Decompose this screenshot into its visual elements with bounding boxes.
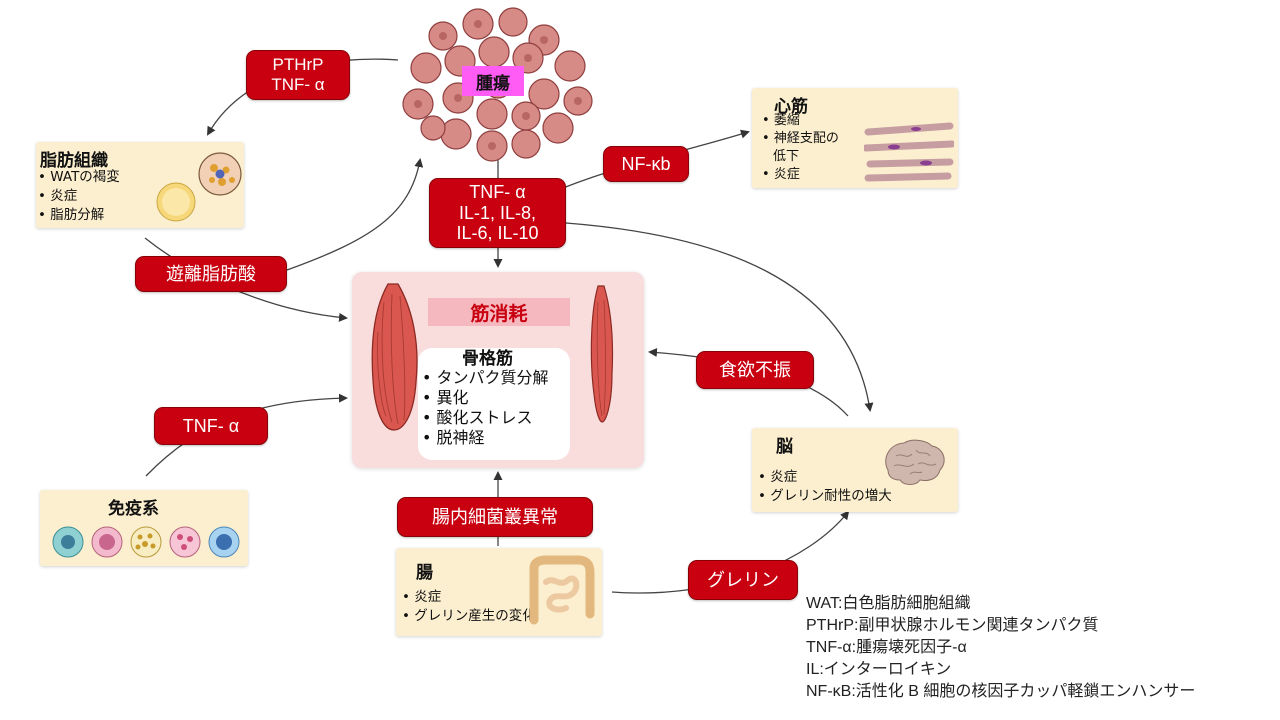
pthrp-tnf-label: PTHrP TNF- α [246, 50, 350, 100]
nfkb-label: NF-κb [603, 146, 689, 182]
gut-effects-list: 炎症 グレリン産生の変化 [402, 588, 536, 626]
list-item: 萎縮 [762, 112, 839, 130]
healthy-muscle-icon [371, 283, 418, 431]
list-item: WATの褐変 [38, 168, 120, 187]
immune-title: 免疫系 [108, 499, 159, 519]
skeletal-muscle-title: 骨格筋 [462, 349, 513, 369]
legend-item: TNF-α:腫瘍壊死因子-α [806, 639, 967, 656]
list-item: 異化 [422, 388, 549, 408]
brain-card: 脳 炎症 グレリン耐性の増大 [752, 428, 958, 512]
list-item: 神経支配の [762, 130, 839, 148]
gut-title: 腸 [416, 563, 433, 583]
list-item: タンパク質分解 [422, 368, 549, 388]
adipose-effects-list: WATの褐変 炎症 脂肪分解 [38, 168, 120, 225]
myocardium-card: 心筋 萎縮 神経支配の 低下 炎症 [752, 88, 958, 188]
legend-item: PTHrP:副甲状腺ホルモン関連タンパク質 [806, 617, 1099, 634]
cytokines-label: TNF- α IL-1, IL-8, IL-6, IL-10 [429, 178, 566, 248]
cardiac-muscle-icon [864, 122, 954, 182]
arrow-cytokines-to-brain [565, 222, 874, 412]
list-item: 炎症 [402, 588, 536, 607]
skeletal-muscle-box: 骨格筋 タンパク質分解 異化 酸化ストレス 脱神経 [418, 348, 570, 460]
dysbiosis-label: 腸内細菌叢異常 [397, 497, 593, 537]
brain-title: 脳 [776, 437, 793, 457]
tumor-label: 腫瘍 [462, 66, 524, 96]
fat-cells-icon [156, 152, 242, 222]
arrow-ffa-to-tumor [286, 158, 424, 271]
intestine-icon [529, 555, 595, 625]
legend-item: IL:インターロイキン [806, 661, 952, 678]
list-item: 炎症 [762, 166, 839, 184]
list-item: 炎症 [38, 187, 120, 206]
adipose-title: 脂肪組織 [40, 151, 108, 171]
list-item: 低下 [773, 149, 800, 164]
anorexia-label: 食欲不振 [696, 351, 814, 389]
brain-effects-list: 炎症 グレリン耐性の増大 [758, 468, 892, 506]
list-item: 酸化ストレス [422, 408, 549, 428]
wasted-muscle-icon [590, 285, 614, 423]
immune-system-card: 免疫系 [40, 490, 248, 566]
brain-icon [885, 439, 945, 485]
skeletal-muscle-panel: 筋消耗 骨格筋 タンパク質分解 異化 酸化ストレス 脱神経 [352, 272, 644, 468]
list-item: グレリン産生の変化 [402, 607, 536, 626]
myocardium-effects-list: 萎縮 神経支配の 低下 炎症 [762, 112, 839, 184]
legend-item: WAT:白色脂肪細胞組織 [806, 595, 971, 612]
gut-card: 腸 炎症 グレリン産生の変化 [396, 548, 602, 636]
legend-item: NF-κB:活性化 B 細胞の核因子カッパ軽鎖エンハンサー [806, 683, 1196, 700]
muscle-wasting-label: 筋消耗 [428, 298, 570, 326]
list-item: 炎症 [758, 468, 892, 487]
tnf-immune-label: TNF- α [154, 407, 268, 445]
ghrelin-label: グレリン [688, 560, 798, 600]
skeletal-muscle-effects-list: タンパク質分解 異化 酸化ストレス 脱神経 [422, 368, 549, 448]
list-item: 脱神経 [422, 428, 549, 448]
immune-cells-icon [52, 526, 240, 558]
list-item: グレリン耐性の増大 [758, 487, 892, 506]
adipose-tissue-card: 脂肪組織 WATの褐変 炎症 脂肪分解 [36, 142, 244, 228]
free-fatty-acids-label: 遊離脂肪酸 [135, 256, 287, 292]
abbreviations-legend: WAT:白色脂肪細胞組織 PTHrP:副甲状腺ホルモン関連タンパク質 TNF-α… [806, 593, 1195, 703]
list-item: 脂肪分解 [38, 206, 120, 225]
